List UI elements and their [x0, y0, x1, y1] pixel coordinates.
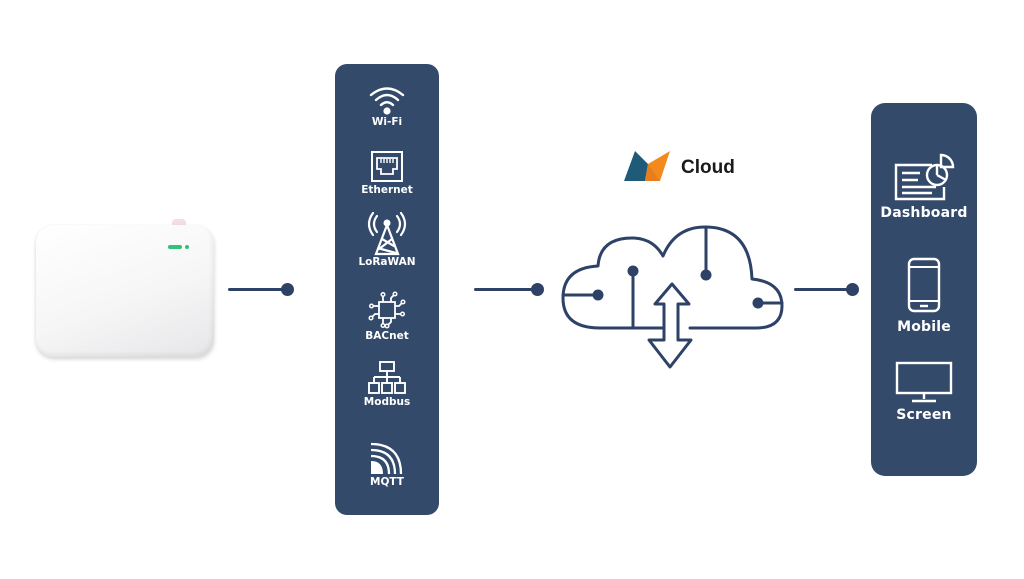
- output-screen: Screen: [871, 361, 977, 423]
- connector-cloud-to-outputs: [794, 288, 848, 291]
- protocols-panel: Wi-Fi Ethernet LoRaWAN: [335, 64, 439, 515]
- ethernet-icon: [371, 151, 403, 182]
- protocol-modbus: Modbus: [335, 360, 439, 408]
- gateway-device: [36, 225, 214, 357]
- output-mobile: Mobile: [871, 257, 977, 335]
- device-button: [172, 219, 186, 227]
- protocol-ethernet: Ethernet: [335, 150, 439, 196]
- protocol-lorawan: LoRaWAN: [335, 212, 439, 268]
- protocol-label: BACnet: [365, 330, 409, 342]
- output-label: Mobile: [897, 319, 951, 335]
- connector-dot: [531, 283, 544, 296]
- protocol-label: Ethernet: [361, 184, 413, 196]
- connector-device-to-protocols: [228, 288, 284, 291]
- mobile-icon: [907, 257, 941, 313]
- dashboard-icon: [894, 153, 955, 201]
- antenna-tower-icon: [367, 212, 407, 256]
- outputs-panel: Dashboard Mobile Screen: [871, 103, 977, 476]
- output-label: Screen: [896, 407, 952, 423]
- cloud-circuit-icon: [561, 225, 784, 369]
- protocol-bacnet: BACnet: [335, 290, 439, 342]
- protocol-mqtt: MQTT: [335, 440, 439, 488]
- protocol-label: LoRaWAN: [358, 256, 416, 268]
- connector-dot: [281, 283, 294, 296]
- wifi-icon: [369, 87, 405, 115]
- protocol-wifi: Wi-Fi: [335, 84, 439, 128]
- monitor-icon: [895, 361, 953, 403]
- status-led-dot: [185, 245, 189, 249]
- protocol-label: Modbus: [363, 396, 411, 408]
- brand-logo-icon: [624, 151, 670, 181]
- cloud-label: Cloud: [681, 157, 735, 178]
- chip-icon: [368, 291, 406, 329]
- protocol-label: MQTT: [370, 476, 404, 488]
- output-dashboard: Dashboard: [871, 153, 977, 221]
- signal-icon: [370, 442, 403, 475]
- connector-dot: [846, 283, 859, 296]
- network-tree-icon: [368, 361, 406, 394]
- output-label: Dashboard: [880, 205, 968, 221]
- protocol-label: Wi-Fi: [371, 116, 403, 128]
- connector-protocols-to-cloud: [474, 288, 532, 291]
- status-led-bar: [168, 245, 182, 249]
